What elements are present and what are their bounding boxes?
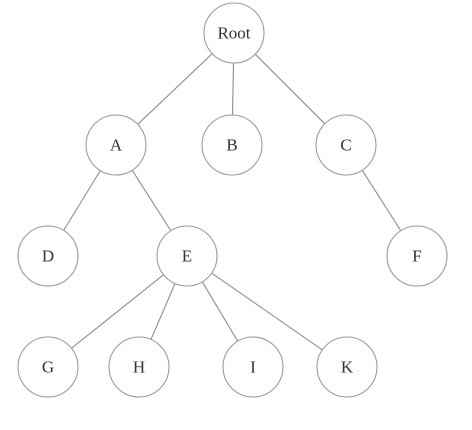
node-label-g: G [42,358,54,377]
node-circle-b [201,114,263,176]
edge-root-a [137,53,213,125]
node-label-b: B [226,136,237,155]
node-circle-e [156,225,218,287]
node-circle-i [222,336,284,398]
node-label-root: Root [217,24,250,43]
edge-e-i [201,281,239,342]
node-circle-k [316,336,378,398]
node-label-d: D [42,247,54,266]
node-circle-c [315,114,377,176]
edges-layer [63,53,402,351]
edge-root-c [254,53,326,125]
node-label-a: A [110,136,123,155]
node-label-h: H [133,358,145,377]
edge-a-e [131,170,172,231]
edge-root-b [231,62,235,116]
tree-node-b: B [201,114,263,176]
node-circle-a [85,114,147,176]
node-circle-g [17,336,79,398]
node-circle-h [108,336,170,398]
edge-e-h [150,283,176,340]
tree-node-d: D [17,225,79,287]
edge-c-f [361,170,402,231]
tree-node-e: E [156,225,218,287]
tree-node-i: I [222,336,284,398]
edge-a-d [63,170,101,231]
node-label-c: C [340,136,351,155]
node-label-i: I [250,358,256,377]
node-circle-root [203,2,265,64]
node-label-f: F [412,247,421,266]
tree-node-h: H [108,336,170,398]
tree-node-f: F [386,225,448,287]
node-label-k: K [341,358,354,377]
tree-node-a: A [85,114,147,176]
node-label-e: E [182,247,192,266]
tree-node-g: G [17,336,79,398]
node-circle-f [386,225,448,287]
node-circle-d [17,225,79,287]
edge-e-g [71,274,164,349]
tree-node-root: Root [203,2,265,64]
tree-node-k: K [316,336,378,398]
tree-node-c: C [315,114,377,176]
edge-e-k [211,272,323,351]
